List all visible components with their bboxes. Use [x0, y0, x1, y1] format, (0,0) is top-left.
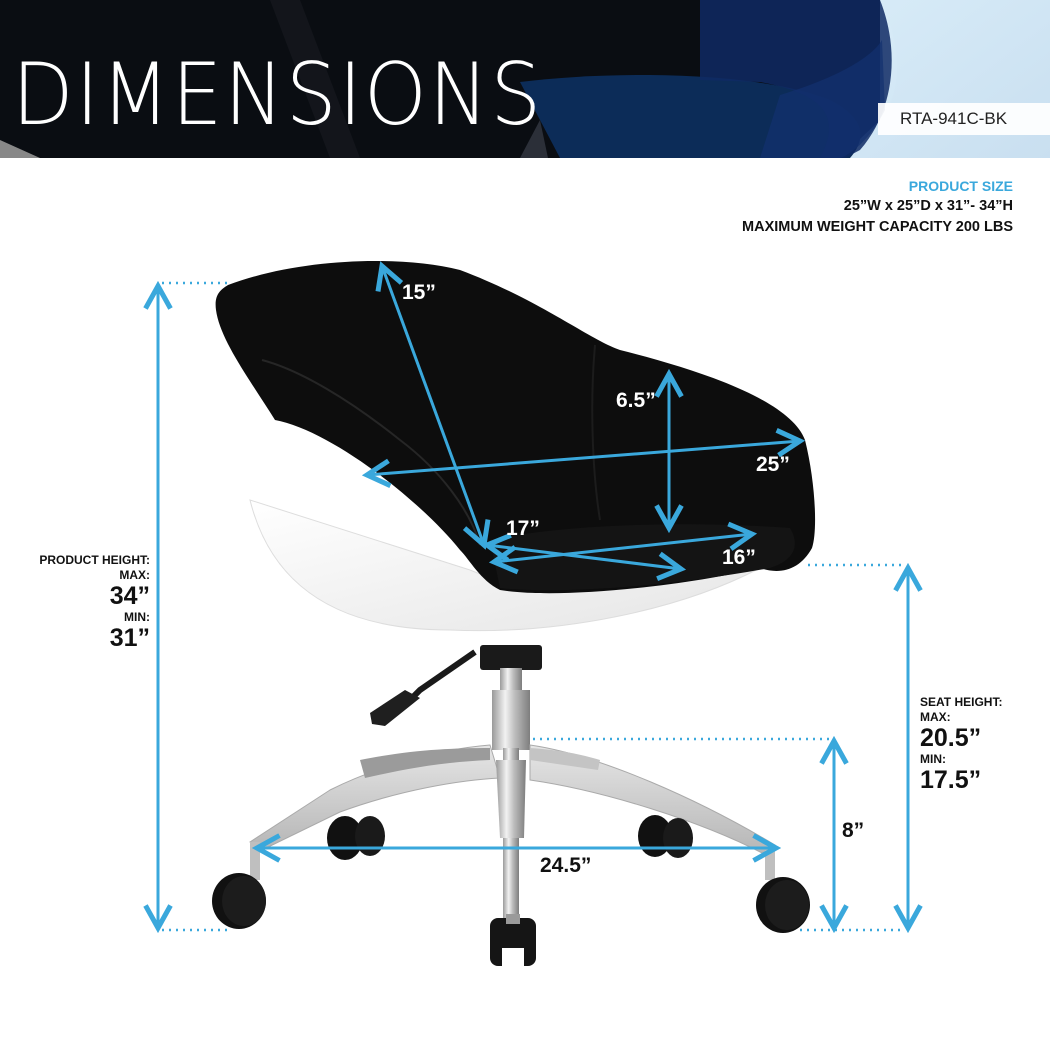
- product-size-label: PRODUCT SIZE: [908, 178, 1013, 194]
- label-overall-width: 25”: [756, 453, 790, 476]
- product-height-max-value: 34”: [109, 582, 150, 610]
- product-height-min-label: MIN:: [124, 610, 150, 624]
- header-banner: DIMENSIONS RTA-941C-BK: [0, 0, 1050, 158]
- product-size-block: PRODUCT SIZE 25”W x 25”D x 31”- 34”H MAX…: [742, 176, 1013, 237]
- product-height-min-value: 31”: [109, 624, 150, 652]
- chair-shell: [249, 499, 801, 632]
- page-title: DIMENSIONS: [12, 45, 544, 145]
- label-armrest-height: 6.5”: [616, 389, 656, 412]
- product-height-max-label: MAX:: [119, 568, 150, 582]
- sku-badge: RTA-941C-BK: [878, 103, 1050, 135]
- chair-diagram: [0, 261, 1050, 968]
- product-height-label: PRODUCT HEIGHT:: [39, 553, 150, 567]
- label-base-height: 8”: [842, 819, 865, 842]
- seat-height-max-label: MAX:: [920, 710, 951, 724]
- seat-height-label: SEAT HEIGHT:: [920, 695, 1003, 709]
- label-seat-depth: 17”: [506, 517, 540, 540]
- header-background-image: [0, 0, 1050, 158]
- weight-capacity: MAXIMUM WEIGHT CAPACITY 200 LBS: [742, 219, 1013, 235]
- seat-width-arrow: [494, 534, 752, 562]
- seat-height-min-value: 17.5”: [920, 766, 982, 794]
- label-backrest-height: 15”: [402, 281, 436, 304]
- seat-height-max-value: 20.5”: [920, 724, 982, 752]
- chair-casters: [212, 815, 810, 968]
- product-dimensions: 25”W x 25”D x 31”- 34”H: [843, 198, 1013, 214]
- product-height-spec: PRODUCT HEIGHT: MAX: 34” MIN: 31”: [39, 553, 150, 652]
- dimension-lines: [158, 266, 908, 930]
- label-base-diameter: 24.5”: [540, 854, 592, 877]
- seat-height-min-label: MIN:: [920, 752, 946, 766]
- label-seat-width: 16”: [722, 546, 756, 569]
- chair-mechanism: [370, 645, 542, 918]
- overall-width-arrow: [367, 441, 800, 475]
- backrest-height-arrow: [382, 266, 484, 545]
- seat-height-spec: SEAT HEIGHT: MAX: 20.5” MIN: 17.5”: [920, 695, 1002, 794]
